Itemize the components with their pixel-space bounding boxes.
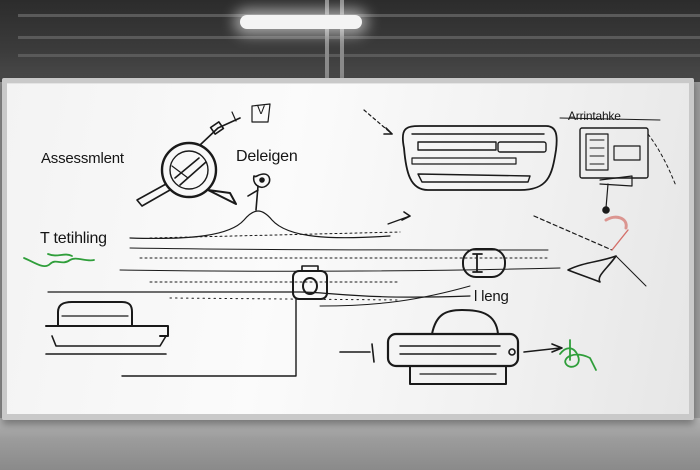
green-marks — [23, 253, 597, 371]
label-testing: T tetihling — [40, 230, 107, 247]
panel-sketch — [559, 117, 677, 214]
small-sketch — [231, 103, 271, 123]
ceiling-lamp — [240, 15, 362, 29]
wall-right — [690, 82, 700, 422]
label-assessment: Assessmlent — [41, 150, 124, 167]
device-icon — [339, 309, 563, 385]
label-long: l leng — [474, 288, 509, 305]
label-small: V — [257, 103, 265, 117]
bus-device — [363, 109, 558, 191]
node-icon — [462, 248, 506, 278]
ceiling-beam — [18, 54, 700, 57]
ceiling — [0, 0, 700, 82]
flow-arrow-icon — [533, 215, 647, 287]
magnifier-icon — [136, 117, 241, 207]
label-design: Deleigen — [236, 148, 298, 165]
gear-icon — [121, 265, 328, 377]
ceiling-post — [325, 0, 329, 80]
tray-icon — [45, 301, 169, 355]
label-corner: Arrintahke — [568, 109, 621, 123]
floor — [0, 418, 700, 470]
ceiling-post — [340, 0, 344, 80]
ceiling-beam — [18, 36, 700, 39]
design-figure — [247, 173, 271, 211]
